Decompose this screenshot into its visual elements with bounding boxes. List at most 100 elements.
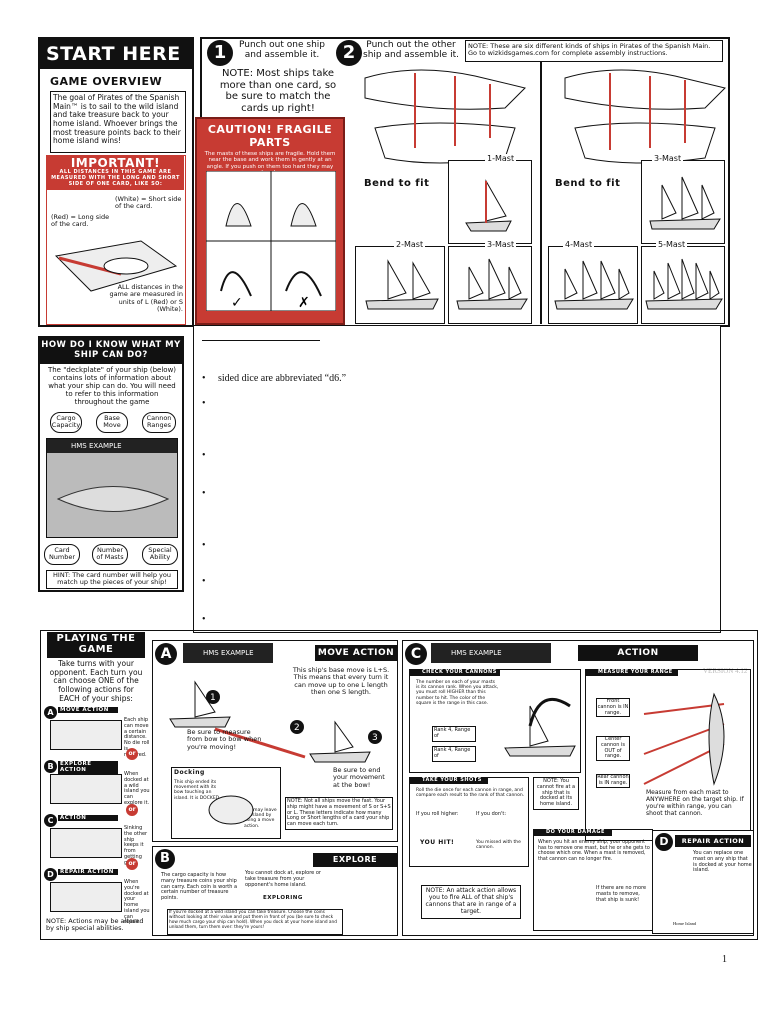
step-3-text: Roll the die once for each cannon in ran… — [416, 788, 525, 799]
important-title: IMPORTANT! ALL DISTANCES IN THIS GAME AR… — [47, 156, 184, 190]
step-2-text: Punch out the other ship and assemble it… — [363, 40, 459, 61]
base-move-label: Base Move — [96, 412, 128, 433]
repair-title: REPAIR ACTION — [675, 835, 751, 847]
b-thumb — [50, 774, 122, 804]
or-3: or — [126, 858, 138, 870]
short-label: (White) = Short side of the card. — [115, 195, 182, 211]
overview-title: GAME OVERVIEW — [50, 75, 163, 88]
sunk-text: If there are no more masts to remove, th… — [596, 885, 647, 903]
step-2-badge: 2 — [336, 40, 362, 66]
step-1-box: CHECK YOUR CANNONS The number on each of… — [409, 669, 581, 773]
number-of-masts-label: Number of Masts — [92, 544, 128, 565]
svg-text:✓: ✓ — [231, 295, 243, 311]
long-label: (Red) = Long side of the card. — [51, 213, 110, 229]
exploring-label: EXPLORING — [263, 895, 303, 901]
or-1: or — [126, 748, 138, 760]
a-thumb — [50, 720, 122, 750]
move-base-text: This ship's base move is L+S. This means… — [292, 666, 390, 697]
bend-to-fit-right: Bend to fit — [555, 178, 621, 189]
text-box-rule — [202, 340, 320, 341]
attack-note: NOTE: An attack action allows you to fir… — [421, 885, 521, 919]
explore-title: EXPLORE ACTION — [313, 853, 397, 878]
mast-box-4: 4-Mast — [548, 240, 638, 324]
caution-illustration: ✓ ✗ — [206, 171, 336, 311]
deckplate-card: HMS EXAMPLE — [46, 438, 178, 538]
d-badge: D — [44, 868, 57, 881]
mast-box-3: 3-Mast — [448, 240, 532, 324]
ship-assembly-left — [364, 69, 526, 164]
step-2-box: MEASURE YOUR RANGE Front cannon is IN ra… — [585, 669, 751, 841]
step-3-box: TAKE YOUR SHOTS Roll the die once for ea… — [409, 777, 529, 867]
step-4-title: DO YOUR DAMAGE — [534, 829, 612, 836]
explore-cannot: You cannot dock at, explore or take trea… — [245, 870, 321, 888]
overview-text: The goal of Pirates of the Spanish Main™… — [50, 91, 186, 153]
card-measure-illustration — [54, 240, 178, 292]
step-4-text: When you hit an enemy ship, your opponen… — [538, 840, 650, 862]
bullet-6: • — [202, 576, 206, 587]
howto-text: The "deckplate" of your ship (below) con… — [47, 366, 177, 407]
docking-box: Docking This ship ended its movement wit… — [171, 767, 281, 839]
howto-hint: HINT: The card number will help you matc… — [46, 570, 178, 589]
move-panel: A HMS EXAMPLE MOVE ACTION This ship's ba… — [152, 640, 398, 842]
move-card-bar: HMS EXAMPLE — [183, 643, 273, 663]
svg-text:2: 2 — [294, 723, 300, 733]
column-divider — [540, 62, 542, 324]
repair-text: You can replace one mast on any ship tha… — [693, 850, 752, 874]
shoot-panel: C HMS EXAMPLE ACTION VERSION 4.12 CHECK … — [402, 640, 754, 936]
bullet-1: • sided dice are abbreviated “d6.” — [202, 373, 347, 384]
c-thumb — [50, 828, 122, 858]
bullet-3: • — [202, 450, 206, 461]
important-box: IMPORTANT! ALL DISTANCES IN THIS GAME AR… — [46, 155, 186, 325]
howto-title: HOW DO I KNOW WHAT MY SHIP CAN DO? — [40, 338, 182, 364]
playing-note: NOTE: Actions may be altered by ship spe… — [46, 917, 144, 933]
center-cannon: Center cannon is OUT of range. — [596, 736, 630, 761]
most-ships-note: NOTE: Most ships take more than one card… — [219, 68, 337, 114]
move-badge: A — [155, 643, 177, 665]
bullet-4: • — [202, 488, 206, 499]
move-title: MOVE ACTION — [315, 645, 397, 661]
docking-title: Docking — [174, 769, 205, 776]
shoot-card-bar: HMS EXAMPLE — [431, 643, 551, 663]
explore-panel: B EXPLORE ACTION The cargo capacity is h… — [152, 846, 398, 936]
d-label: REPAIR ACTION — [58, 869, 118, 876]
caution-box: CAUTION! FRAGILE PARTS The masts of thes… — [195, 117, 345, 325]
explore-docked: If you're docked at a wild island you ca… — [167, 909, 343, 935]
start-panel: START HERE GAME OVERVIEW The goal of Pir… — [38, 37, 194, 327]
c-label: ACTION — [58, 815, 118, 822]
rank-4-a: Rank 4, Range of — [432, 726, 476, 742]
caution-title: CAUTION! FRAGILE PARTS — [207, 123, 333, 149]
explore-cargo: The cargo capacity is how many treasure … — [161, 872, 238, 901]
shoot-title: ACTION — [578, 645, 698, 661]
special-ability-label: Special Ability — [142, 544, 178, 565]
assembly-note: NOTE: These are six different kinds of s… — [465, 40, 723, 62]
a-label: MOVE ACTION — [58, 707, 118, 714]
step-1-text: The number on each of your masts is its … — [416, 680, 499, 706]
bullet-5: • — [202, 540, 206, 551]
cargo-capacity-label: Cargo Capacity — [50, 412, 82, 433]
docking-text: This ship ended its movement with its bo… — [174, 780, 221, 801]
start-title: START HERE — [40, 39, 192, 69]
playing-title: PLAYING THE GAME — [47, 632, 145, 658]
bend-to-fit-left: Bend to fit — [364, 178, 430, 189]
rear-cannon: Rear cannon is IN range. — [596, 774, 630, 788]
home-island-label: Home Island — [673, 921, 697, 926]
playing-column: PLAYING THE GAME Take turns with your op… — [42, 632, 150, 937]
svg-text:3: 3 — [372, 733, 378, 743]
front-cannon: Front cannon is IN range. — [596, 698, 630, 718]
or-2: or — [126, 804, 138, 816]
hit-label: YOU HIT! — [420, 839, 455, 846]
step-3-title: TAKE YOUR SHOTS — [410, 777, 488, 784]
dont-label: If you don't: — [476, 811, 507, 817]
d-text: When you're docked at your home island y… — [124, 879, 150, 926]
mast-box-2: 2-Mast — [355, 240, 445, 324]
c-badge: C — [44, 814, 57, 827]
move-end-text: Be sure to end your movement at the bow! — [333, 766, 385, 789]
a-badge: A — [44, 706, 57, 719]
d-thumb — [50, 882, 122, 912]
b-badge: B — [44, 760, 57, 773]
page-number: 1 — [722, 954, 727, 965]
cannon-ranges-label: Cannon Ranges — [142, 412, 176, 433]
move-note: NOTE: Not all ships move the fast. Your … — [285, 797, 393, 830]
deckplate-bar: HMS EXAMPLE — [47, 439, 177, 453]
b-label: EXPLORE ACTION — [58, 761, 118, 774]
